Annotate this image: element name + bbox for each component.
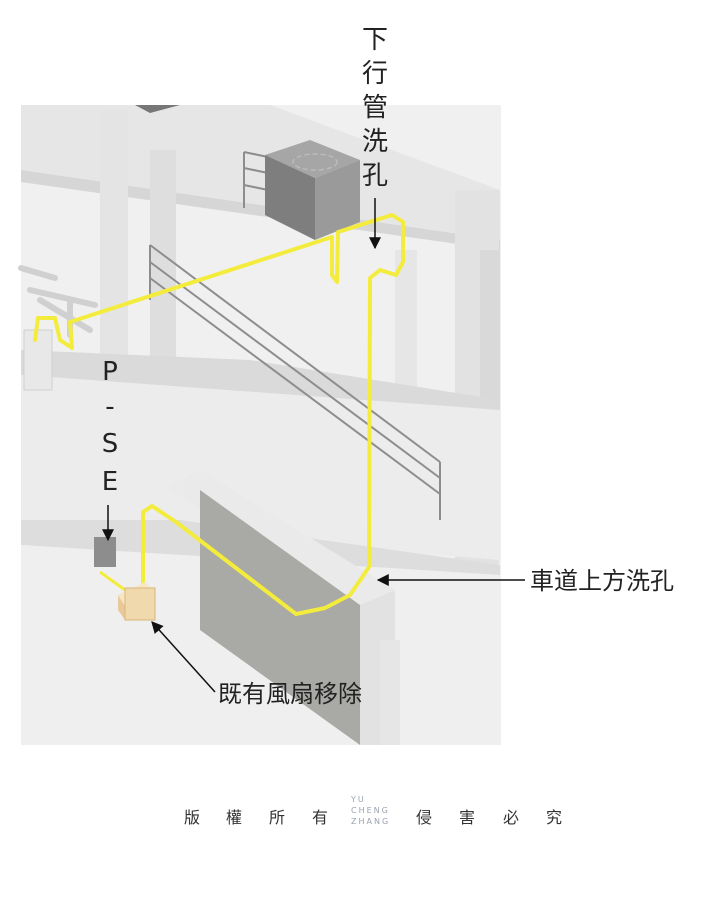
label-top-vent-char: 下 [362, 25, 388, 55]
pipe-upper-run [33, 213, 405, 616]
middle-slab [21, 350, 500, 410]
label-pse: P - S E [102, 357, 119, 497]
footer-char: 究 [546, 808, 563, 827]
footer-char: 害 [459, 808, 476, 827]
footer-char: 版 [184, 808, 201, 827]
pipe-route [33, 213, 405, 616]
logo-line: CHENG [351, 806, 390, 815]
label-driveway-vent: 車道上方洗孔 [530, 567, 674, 595]
logo-line: YU [351, 795, 366, 804]
footer-char: 有 [312, 808, 329, 827]
footer-char: 侵 [416, 808, 433, 827]
footer-char: 所 [269, 808, 286, 827]
driveway-beam-top [165, 470, 395, 605]
roof-railing [243, 151, 269, 208]
pse-panel [94, 537, 116, 567]
pipe-stub [99, 570, 126, 592]
label-pse-char: E [102, 467, 118, 497]
label-top-vent-char: 孔 [362, 161, 388, 191]
duct-drop [23, 329, 53, 391]
label-top-vent-char: 洗 [362, 127, 388, 157]
label-top-vent-char: 行 [362, 59, 388, 89]
driveway-beam-front [200, 490, 360, 745]
structure-model [21, 105, 501, 745]
dark-block [135, 105, 180, 113]
driveway-beam-side [360, 590, 395, 745]
equipment-unit [265, 140, 360, 240]
copyright-footer: 版 權 所 有 YU CHENG ZHANG 侵 害 必 究 [0, 790, 724, 850]
column [150, 150, 176, 370]
logo-line: ZHANG [351, 817, 391, 826]
column [100, 110, 128, 370]
footer-char: 權 [226, 808, 243, 827]
footer-char: 必 [503, 808, 520, 827]
pillar-front [380, 640, 400, 745]
arrow-fan [151, 621, 216, 693]
duct-arms [18, 265, 98, 338]
label-pse-char: - [105, 392, 114, 422]
label-pse-char: P [102, 357, 118, 387]
label-top-vent: 下 行 管 洗 孔 [362, 25, 388, 191]
existing-fan-box [118, 582, 156, 621]
label-pse-char: S [102, 429, 119, 459]
label-fan-removal: 既有風扇移除 [218, 680, 362, 708]
middle-floor [21, 375, 500, 560]
upper-slab [21, 105, 500, 240]
label-top-vent-char: 管 [362, 93, 388, 123]
slab-edge-top [21, 170, 500, 250]
yucheng-logo: YU CHENG ZHANG [351, 794, 395, 834]
